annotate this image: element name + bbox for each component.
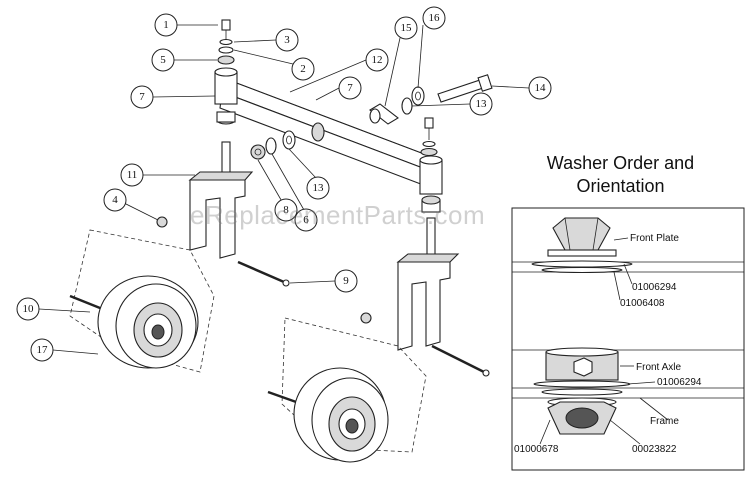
svg-text:1: 1: [163, 19, 169, 31]
svg-text:9: 9: [343, 275, 349, 287]
callout-10: 10: [16, 297, 40, 321]
callout-7-right: 7: [338, 76, 362, 100]
svg-text:11: 11: [127, 169, 138, 181]
long-bolt-14: [437, 74, 493, 103]
callout-17: 17: [30, 338, 54, 362]
svg-text:7: 7: [139, 91, 145, 103]
washer-13-mid: [282, 130, 296, 150]
callout-1: 1: [154, 13, 178, 37]
spacer-tube: [369, 103, 399, 125]
right-wheel: [267, 367, 389, 463]
svg-text:16: 16: [429, 12, 441, 24]
callout-7-left: 7: [130, 85, 154, 109]
nut-4: [156, 216, 168, 228]
svg-text:5: 5: [160, 54, 166, 66]
svg-text:14: 14: [535, 82, 547, 94]
label-01006294-top: 01006294: [632, 282, 677, 293]
callout-15: 15: [394, 16, 418, 40]
callout-9: 9: [334, 269, 358, 293]
svg-text:3: 3: [284, 34, 290, 46]
label-01006294-mid: 01006294: [657, 377, 702, 388]
svg-text:12: 12: [372, 54, 383, 66]
callout-2: 2: [291, 57, 315, 81]
center-bushing: [311, 122, 325, 142]
panel-bottom-nut: [547, 397, 617, 435]
washer-16: [411, 86, 425, 106]
callout-12: 12: [365, 48, 389, 72]
svg-text:8: 8: [283, 204, 289, 216]
svg-text:2: 2: [300, 63, 306, 75]
right-fork-nut: [360, 312, 372, 324]
washer-title-line1: Washer Order and: [546, 153, 695, 173]
panel-axle-spacer: [533, 347, 631, 396]
right-pivot-hub: [419, 155, 443, 213]
right-caster-fork: [396, 217, 460, 351]
washer-title-line2: Orientation: [576, 176, 665, 196]
left-pivot-hub: [214, 67, 238, 125]
callout-13-mid: 13: [306, 176, 330, 200]
svg-text:7: 7: [347, 82, 353, 94]
callout-14: 14: [528, 76, 552, 100]
svg-text:15: 15: [401, 22, 413, 34]
svg-text:10: 10: [23, 303, 35, 315]
washer-order-panel: Front Plate 01006294 01006408 Front Axle…: [511, 207, 745, 471]
leader-lines: [38, 24, 530, 355]
left-caster-fork: [188, 141, 254, 259]
left-wheel: [69, 275, 199, 369]
right-fork-bolt: [431, 344, 490, 377]
right-bolt-stack: [420, 117, 438, 157]
label-front-axle: Front Axle: [636, 362, 681, 373]
left-fork-bolt: [237, 260, 290, 287]
right-wheel-envelope: [281, 317, 427, 453]
panel-bolt-head: [531, 217, 633, 274]
label-00023822: 00023822: [632, 444, 677, 455]
left-bolt-stack: [217, 19, 235, 65]
washer-panel-title: Washer Order and Orientation: [518, 152, 723, 198]
svg-text:6: 6: [303, 214, 309, 226]
label-01000678: 01000678: [514, 444, 559, 455]
washer-13-top: [401, 97, 413, 115]
svg-text:17: 17: [37, 344, 49, 356]
callout-3: 3: [275, 28, 299, 52]
callout-16: 16: [422, 6, 446, 30]
watermark: eReplacementParts.com: [190, 200, 486, 230]
callout-4: 4: [103, 188, 127, 212]
callout-13-top: 13: [469, 92, 493, 116]
callout-6: 6: [294, 208, 318, 232]
washer-6: [265, 137, 277, 155]
nut-8: [250, 144, 266, 160]
svg-text:4: 4: [112, 194, 118, 206]
label-frame: Frame: [650, 416, 679, 427]
svg-text:13: 13: [476, 98, 488, 110]
callout-11: 11: [120, 163, 144, 187]
callout-8: 8: [274, 198, 298, 222]
label-01006408: 01006408: [620, 298, 665, 309]
label-front-plate: Front Plate: [630, 233, 679, 244]
callout-5: 5: [151, 48, 175, 72]
left-wheel-envelope: [69, 229, 215, 373]
svg-text:13: 13: [313, 182, 325, 194]
